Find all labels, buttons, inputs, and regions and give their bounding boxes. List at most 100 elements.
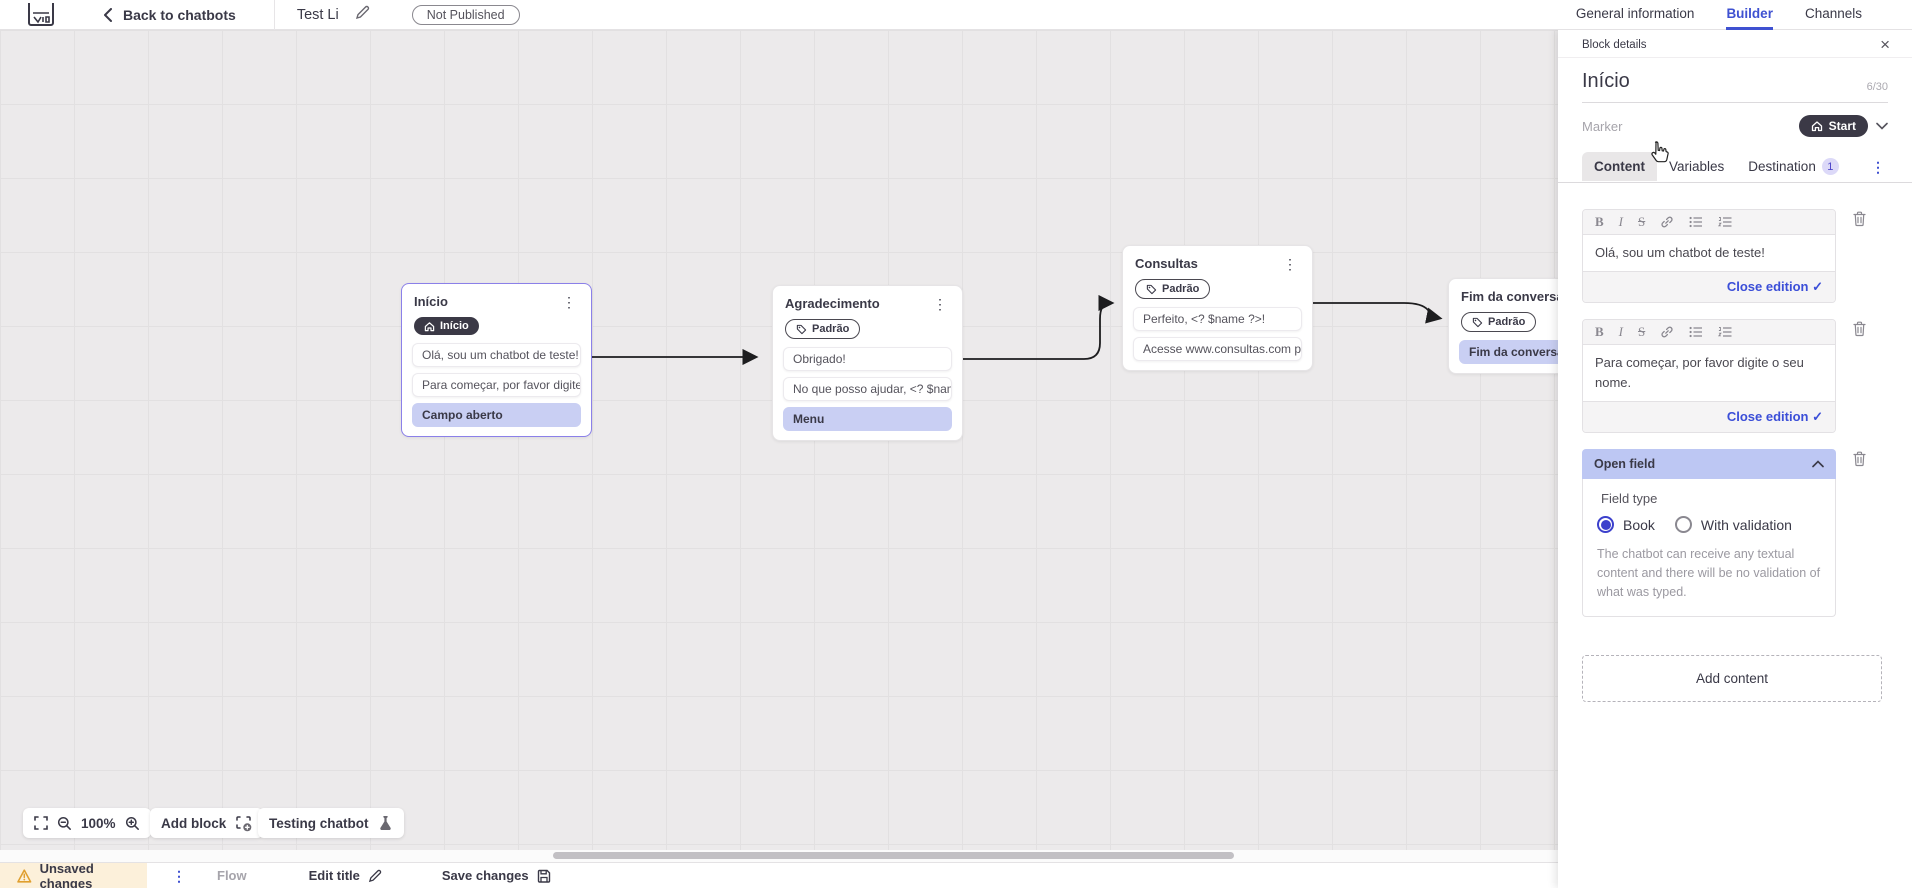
radio-option-with-validation[interactable]: With validation (1674, 516, 1792, 534)
open-field-header[interactable]: Open field (1582, 449, 1836, 480)
panel-tab-destination[interactable]: Destination 1 (1736, 151, 1851, 182)
pencil-icon (368, 869, 382, 882)
open-field-row: Open field Field type Book Wi (1582, 449, 1888, 617)
bold-icon[interactable]: B (1595, 324, 1604, 340)
panel-tabs: Content Variables Destination 1 ⋮ (1558, 151, 1912, 183)
block-marker-default: Padrão (1135, 279, 1211, 299)
block-content-item[interactable]: Obrigado! (783, 347, 952, 371)
numbered-list-icon[interactable] (1718, 216, 1732, 228)
testing-chatbot-button[interactable]: Testing chatbot (258, 808, 404, 838)
chevron-up-icon (1812, 460, 1824, 468)
block-name-input[interactable]: Início (1582, 70, 1630, 92)
text-editor: B I S Olá, sou um chatbot de teste! Clos… (1582, 209, 1836, 304)
editor-text-area[interactable]: Para começar, por favor digite o seu nom… (1595, 355, 1804, 391)
add-block-label: Add block (161, 815, 227, 831)
tab-channels[interactable]: Channels (1804, 6, 1862, 21)
block-field-item[interactable]: Campo aberto (412, 403, 581, 427)
edit-title-button[interactable]: Edit title (309, 868, 382, 883)
add-content-button[interactable]: Add content (1582, 654, 1882, 702)
top-tabs: General information Builder Channels (1576, 0, 1862, 30)
edit-title-pencil-icon[interactable] (355, 5, 370, 25)
statusbar-flow[interactable]: Flow (217, 868, 247, 883)
marker-start-pill[interactable]: Start (1798, 115, 1868, 137)
close-edition-button[interactable]: Close edition ✓ (1726, 409, 1823, 425)
tab-builder[interactable]: Builder (1726, 0, 1773, 30)
block-title: Consultas (1135, 256, 1198, 271)
panel-tab-menu-icon[interactable]: ⋮ (1871, 158, 1885, 175)
canvas-hscrollbar (0, 850, 1558, 862)
numbered-list-icon[interactable] (1718, 326, 1732, 338)
trash-icon[interactable] (1852, 211, 1867, 232)
radio-option-book[interactable]: Book (1597, 516, 1655, 534)
zoom-in-icon[interactable] (125, 816, 140, 831)
flow-block-consultas[interactable]: Consultas ⋮ Padrão Perfeito, <? $name ?>… (1122, 245, 1313, 371)
block-marker-start: Início (414, 317, 479, 335)
testing-chatbot-label: Testing chatbot (269, 815, 369, 831)
content-editor-row: B I S Para começar, por favor digite o s… (1582, 319, 1888, 434)
bold-icon[interactable]: B (1595, 214, 1604, 229)
tag-icon (796, 324, 807, 334)
warning-icon (17, 868, 32, 883)
block-title: Início (414, 294, 448, 309)
zoom-level: 100% (81, 815, 116, 831)
radio-unselected-icon (1674, 516, 1692, 534)
top-bar: Back to chatbots Test Li Not Published G… (0, 0, 1912, 30)
tag-icon (1472, 317, 1483, 327)
close-icon[interactable]: × (1880, 35, 1890, 54)
editor-toolbar: B I S (1583, 210, 1835, 235)
fullscreen-icon[interactable] (34, 816, 48, 830)
add-block-button[interactable]: Add block (150, 808, 264, 838)
add-block-icon (235, 815, 252, 832)
save-changes-button[interactable]: Save changes (442, 868, 551, 883)
block-content-item[interactable]: Acesse www.consultas.com par... (1133, 337, 1302, 361)
link-icon[interactable] (1660, 325, 1674, 339)
panel-title: Block details (1582, 38, 1647, 51)
open-field-section: Open field Field type Book Wi (1582, 449, 1836, 617)
editor-toolbar: B I S (1583, 320, 1835, 346)
strikethrough-icon[interactable]: S (1638, 324, 1646, 340)
tag-icon (1146, 284, 1157, 294)
tab-general-information[interactable]: General information (1575, 6, 1695, 21)
home-icon (424, 321, 435, 331)
bullet-list-icon[interactable] (1689, 326, 1703, 338)
flow-block-agradecimento[interactable]: Agradecimento ⋮ Padrão Obrigado! No que … (772, 285, 963, 441)
zoom-controls: 100% (23, 808, 151, 838)
trash-icon[interactable] (1852, 451, 1867, 472)
content-editor-row: B I S Olá, sou um chatbot de teste! Clos… (1582, 209, 1888, 304)
block-content-item[interactable]: Para começar, por favor digite o ... (412, 373, 581, 397)
close-edition-button[interactable]: Close edition ✓ (1726, 279, 1823, 295)
flow-title: Test Li (296, 6, 339, 23)
block-content-item[interactable]: Perfeito, <? $name ?>! (1133, 307, 1302, 331)
block-menu-icon[interactable]: ⋮ (1283, 255, 1297, 272)
save-icon (537, 869, 550, 883)
block-title: Fim da conversa (1461, 289, 1564, 304)
bullet-list-icon[interactable] (1689, 216, 1703, 228)
chevron-down-icon[interactable] (1876, 122, 1888, 130)
editor-text-area[interactable]: Olá, sou um chatbot de teste! (1595, 245, 1765, 260)
back-label: Back to chatbots (123, 6, 236, 23)
panel-tab-content[interactable]: Content (1582, 152, 1657, 181)
char-counter: 6/30 (1866, 81, 1888, 93)
block-menu-icon[interactable]: ⋮ (562, 293, 576, 310)
strikethrough-icon[interactable]: S (1638, 214, 1646, 229)
status-badge: Not Published (411, 4, 520, 25)
block-content-item[interactable]: No que posso ajudar, <? $name ... (783, 377, 952, 401)
app-logo-icon (27, 0, 55, 27)
statusbar-menu-icon[interactable]: ⋮ (172, 867, 186, 884)
link-icon[interactable] (1660, 215, 1674, 229)
flow-block-inicio[interactable]: Início ⋮ Início Olá, sou um chatbot de t… (401, 283, 592, 437)
field-type-label: Field type (1601, 491, 1658, 507)
back-to-chatbots-button[interactable]: Back to chatbots (103, 7, 236, 23)
bottom-status-bar: Unsaved changes ⋮ Flow Edit title Save c… (0, 861, 1558, 888)
block-field-item[interactable]: Menu (783, 407, 952, 431)
panel-tab-variables[interactable]: Variables (1669, 159, 1725, 174)
zoom-out-icon[interactable] (57, 816, 72, 831)
canvas-hscrollbar-thumb[interactable] (553, 852, 1234, 859)
trash-icon[interactable] (1852, 321, 1867, 342)
field-type-description: The chatbot can receive any textual cont… (1597, 547, 1821, 599)
italic-icon[interactable]: I (1618, 324, 1624, 340)
italic-icon[interactable]: I (1618, 214, 1624, 229)
block-content-item[interactable]: Olá, sou um chatbot de teste! (412, 343, 581, 367)
block-menu-icon[interactable]: ⋮ (933, 295, 947, 312)
